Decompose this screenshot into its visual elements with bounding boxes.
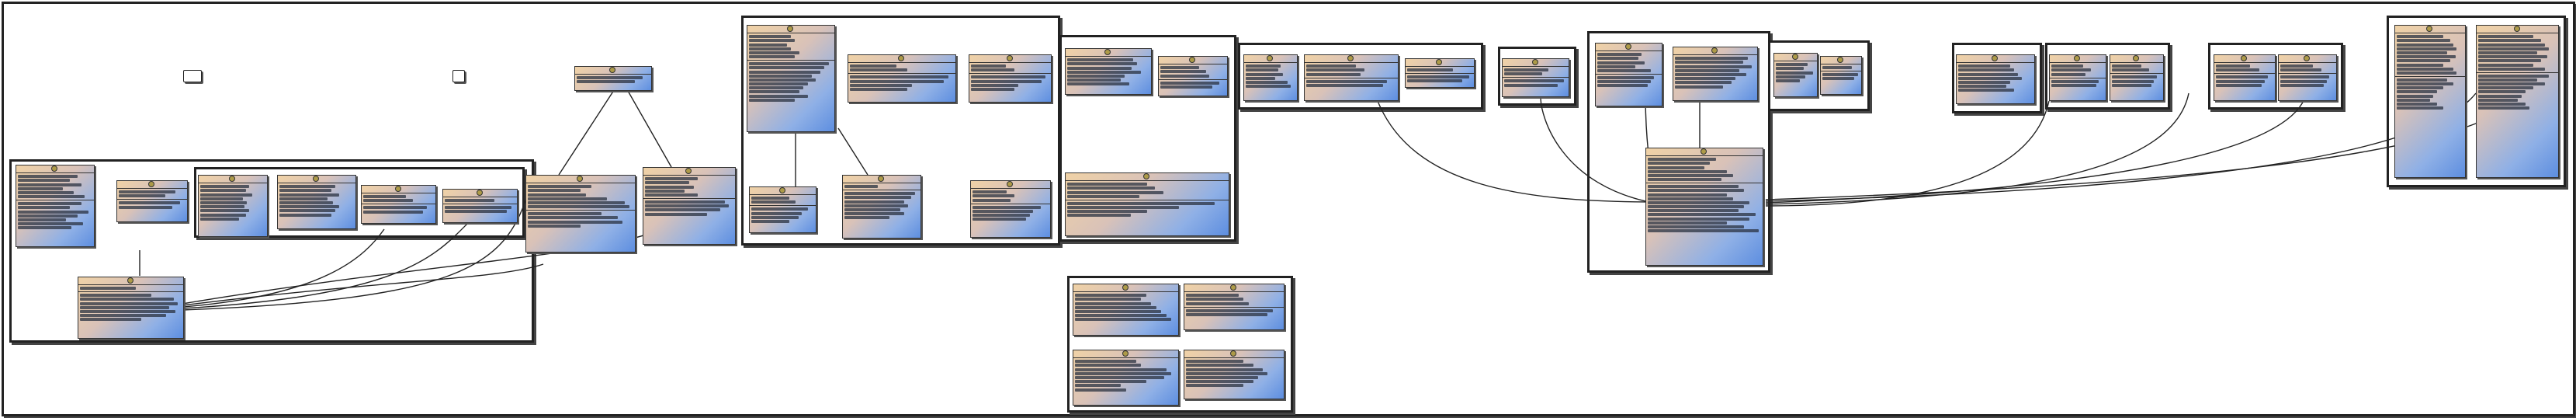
class-box[interactable] (1243, 54, 1298, 101)
class-box[interactable] (1956, 54, 2035, 104)
class-icon (2513, 26, 2520, 32)
class-box[interactable] (747, 25, 835, 132)
class-icon (1711, 47, 1718, 54)
class-icon (1104, 49, 1111, 55)
class-box[interactable] (2214, 54, 2276, 101)
class-box[interactable] (2476, 25, 2559, 178)
class-icon (685, 168, 692, 174)
class-box[interactable] (969, 54, 1052, 103)
class-box[interactable] (643, 167, 736, 245)
class-icon (51, 165, 57, 172)
class-icon (1006, 55, 1013, 61)
class-box[interactable] (1773, 53, 1818, 97)
class-icon (229, 176, 235, 182)
class-icon (313, 176, 319, 182)
class-box[interactable] (1502, 58, 1569, 97)
class-box[interactable] (78, 277, 184, 339)
class-icon (1230, 350, 1236, 357)
class-box[interactable] (970, 180, 1051, 238)
class-icon (1007, 181, 1013, 187)
class-icon (1189, 57, 1195, 63)
class-icon (394, 186, 401, 192)
class-box[interactable] (1405, 58, 1475, 88)
class-box[interactable] (842, 175, 921, 239)
class-icon (1701, 148, 1707, 155)
class-box[interactable] (2394, 25, 2466, 178)
class-box[interactable] (1065, 172, 1229, 236)
class-icon (476, 190, 483, 196)
class-box[interactable] (1673, 47, 1758, 101)
class-box[interactable] (1073, 284, 1179, 336)
class-icon (1347, 55, 1354, 61)
class-box[interactable] (2278, 54, 2337, 101)
class-icon (1624, 44, 1631, 50)
class-icon (1837, 57, 1843, 63)
class-box[interactable] (1820, 56, 1862, 95)
class-box[interactable] (574, 66, 652, 91)
class-icon (127, 277, 133, 284)
class-box[interactable] (1645, 148, 1763, 266)
class-icon (577, 176, 583, 182)
class-box[interactable] (1065, 48, 1152, 95)
class-icon (787, 26, 793, 32)
class-icon (1992, 55, 1998, 61)
class-box[interactable] (442, 189, 518, 223)
class-icon (1531, 59, 1538, 65)
class-icon (1143, 173, 1149, 179)
class-icon (1122, 350, 1129, 357)
class-box[interactable] (1158, 56, 1228, 96)
class-icon (2304, 55, 2310, 61)
class-box[interactable] (2049, 54, 2106, 101)
class-box[interactable] (749, 186, 816, 233)
class-icon (2133, 55, 2139, 61)
class-box[interactable] (1184, 284, 1285, 330)
class-box[interactable] (525, 175, 636, 253)
class-box[interactable] (361, 185, 436, 224)
class-box[interactable] (1595, 43, 1662, 106)
class-box[interactable] (1304, 54, 1399, 101)
class-icon (2241, 55, 2247, 61)
class-box[interactable] (16, 165, 95, 247)
diagram-note (452, 70, 465, 82)
class-box[interactable] (277, 175, 356, 229)
class-box[interactable] (1073, 350, 1179, 406)
class-icon (878, 176, 884, 182)
class-icon (2426, 26, 2432, 32)
class-icon (148, 181, 154, 187)
class-icon (898, 55, 904, 61)
class-icon (778, 187, 785, 193)
class-box[interactable] (2110, 54, 2164, 101)
class-box[interactable] (1184, 350, 1285, 399)
class-box[interactable] (848, 54, 956, 103)
class-icon (1791, 54, 1798, 60)
class-box[interactable] (116, 180, 188, 222)
class-icon (1436, 59, 1442, 65)
class-icon (2074, 55, 2080, 61)
class-icon (1267, 55, 1273, 61)
class-icon (609, 67, 615, 73)
class-icon (1230, 284, 1236, 291)
diagram-note (183, 70, 202, 82)
class-box[interactable] (198, 175, 268, 237)
class-icon (1122, 284, 1129, 291)
